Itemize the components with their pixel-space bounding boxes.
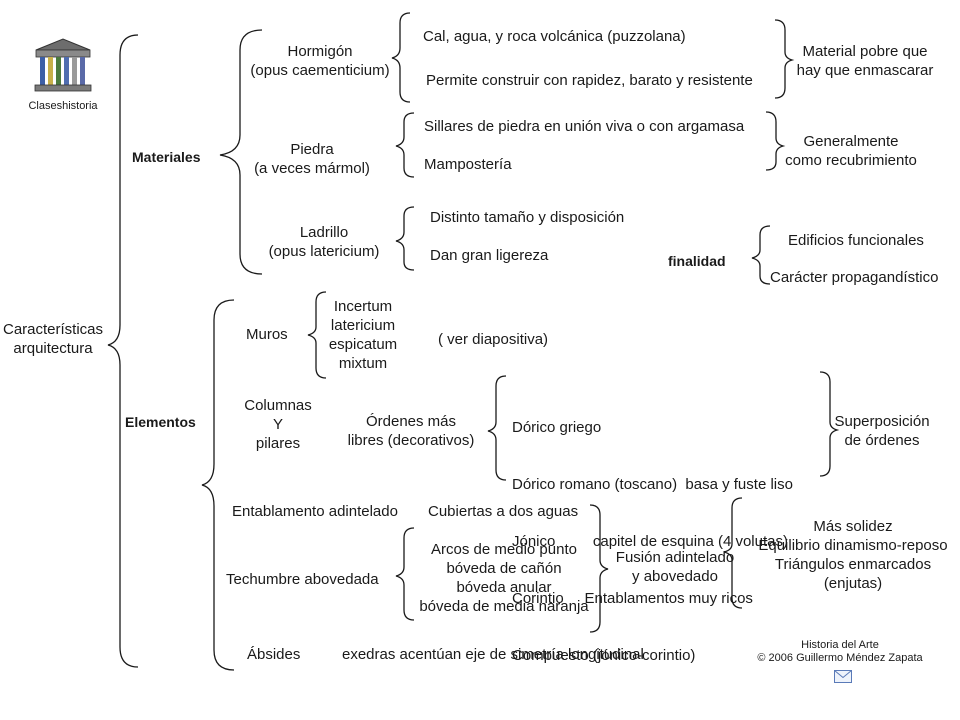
hormigon-note: Material pobre que hay que enmascarar: [780, 42, 950, 80]
piedra-item-2: Mampostería: [424, 156, 512, 173]
ladrillo-line-1: Ladrillo: [299, 224, 349, 241]
ladrillo-item-1: Distinto tamaño y disposición: [430, 209, 625, 226]
arcos-items: Arcos de medio punto bóveda de cañón bóv…: [404, 540, 604, 616]
muros-item-4: mixtum: [338, 355, 388, 372]
muros-items: Incertum latericium espicatum mixtum: [320, 297, 406, 373]
entablamento-label: Entablamento adintelado: [232, 503, 398, 520]
orden-jonico: Jónico capitel de esquina (4 volutas): [512, 533, 788, 550]
boveda-canon: bóveda de cañón: [446, 560, 562, 577]
absides-note: exedras acentúan eje de simetría longitu…: [342, 646, 644, 663]
columnas-line-1: Columnas: [244, 397, 312, 414]
columnas-line-2: Y: [272, 416, 283, 433]
hormigon-note-line-1: Material pobre que: [802, 43, 928, 60]
piedra-item-1: Sillares de piedra en unión viva o con a…: [424, 118, 745, 135]
muros-note: ( ver diapositiva): [438, 331, 549, 348]
orden-dorico-griego: Dórico griego: [512, 419, 602, 436]
temple-logo-icon: [32, 36, 94, 94]
finalidad-label: finalidad: [668, 253, 726, 269]
piedra-note-line-1: Generalmente: [803, 133, 899, 150]
ordenes-items: Dórico griego Dórico romano (toscano) ba…: [512, 380, 793, 684]
columnas-line-3: pilares: [255, 435, 301, 452]
arco-medio-punto: Arcos de medio punto: [431, 541, 577, 558]
cubiertas-label: Cubiertas a dos aguas: [428, 503, 579, 520]
fusion-item-1: Más solidez: [813, 518, 893, 535]
mail-icon[interactable]: [834, 670, 852, 683]
fusion-items: Más solidez Equilibrio dinamismo-reposo …: [744, 517, 960, 593]
techumbre-label: Techumbre abovedada: [226, 571, 379, 588]
superposicion-line-1: Superposición: [834, 413, 930, 430]
orden-dorico-romano: Dórico romano (toscano) basa y fuste lis…: [512, 476, 793, 493]
superposicion-note: Superposición de órdenes: [820, 412, 944, 450]
materiales-label: Materiales: [132, 149, 201, 165]
ladrillo-line-2: (opus latericium): [268, 243, 380, 260]
muros-item-1: Incertum: [333, 298, 393, 315]
footer-course: Historia del Arte: [801, 639, 879, 651]
ordenes-line-2: libres (decorativos): [347, 432, 475, 449]
finalidad-item-2: Carácter propagandístico: [770, 269, 939, 286]
hormigon-label: Hormigón (opus caementicium): [240, 42, 400, 80]
ordenes-label: Órdenes más libres (decorativos): [336, 412, 486, 450]
ladrillo-label: Ladrillo (opus latericium): [246, 223, 402, 261]
root-line-2: arquitectura: [13, 340, 93, 357]
hormigon-note-line-2: hay que enmascarar: [796, 62, 934, 79]
muros-label: Muros: [246, 326, 288, 343]
hormigon-item-2: Permite construir con rapidez, barato y …: [426, 72, 753, 89]
piedra-line-2: (a veces mármol): [254, 160, 370, 177]
root-label: Características arquitectura: [0, 320, 116, 358]
hormigon-item-1: Cal, agua, y roca volcánica (puzzolana): [423, 28, 686, 45]
fusion-item-3: Triángulos enmarcados: [774, 556, 932, 573]
finalidad-item-1: Edificios funcionales: [788, 232, 924, 249]
orden-compuesto: Compuesto (jónico-corintio): [512, 647, 696, 664]
elementos-label: Elementos: [125, 414, 196, 430]
hormigon-line-2: (opus caementicium): [250, 62, 390, 79]
fusion-item-4: (enjutas): [823, 575, 883, 592]
piedra-line-1: Piedra: [290, 141, 334, 158]
logo-caption: Claseshistoria: [28, 100, 98, 112]
hormigon-line-1: Hormigón: [287, 43, 353, 60]
fusion-item-2: Equilibrio dinamismo-reposo: [758, 537, 948, 554]
fusion-line-2: y abovedado: [632, 568, 718, 585]
orden-corintio: Corintio Entablamentos muy ricos: [512, 590, 753, 607]
absides-label: Ábsides: [247, 646, 301, 663]
footer-copyright: © 2006 Guillermo Méndez Zapata: [757, 652, 923, 664]
ladrillo-item-2: Dan gran ligereza: [430, 247, 549, 264]
footer-credits: Historia del Arte © 2006 Guillermo Ménde…: [740, 639, 940, 665]
piedra-note-line-2: como recubrimiento: [785, 152, 917, 169]
fusion-label: Fusión adintelado y abovedado: [604, 548, 746, 586]
piedra-label: Piedra (a veces mármol): [232, 140, 392, 178]
columnas-label: Columnas Y pilares: [226, 396, 330, 453]
ordenes-line-1: Órdenes más: [365, 413, 457, 430]
superposicion-line-2: de órdenes: [844, 432, 920, 449]
boveda-media-naranja: bóveda de media naranja: [419, 598, 589, 615]
muros-item-3: espicatum: [328, 336, 398, 353]
fusion-line-1: Fusión adintelado: [615, 549, 735, 566]
piedra-note: Generalmente como recubrimiento: [776, 132, 926, 170]
muros-item-2: latericium: [330, 317, 396, 334]
boveda-anular: bóveda anular: [456, 579, 552, 596]
root-line-1: Características: [2, 321, 104, 338]
